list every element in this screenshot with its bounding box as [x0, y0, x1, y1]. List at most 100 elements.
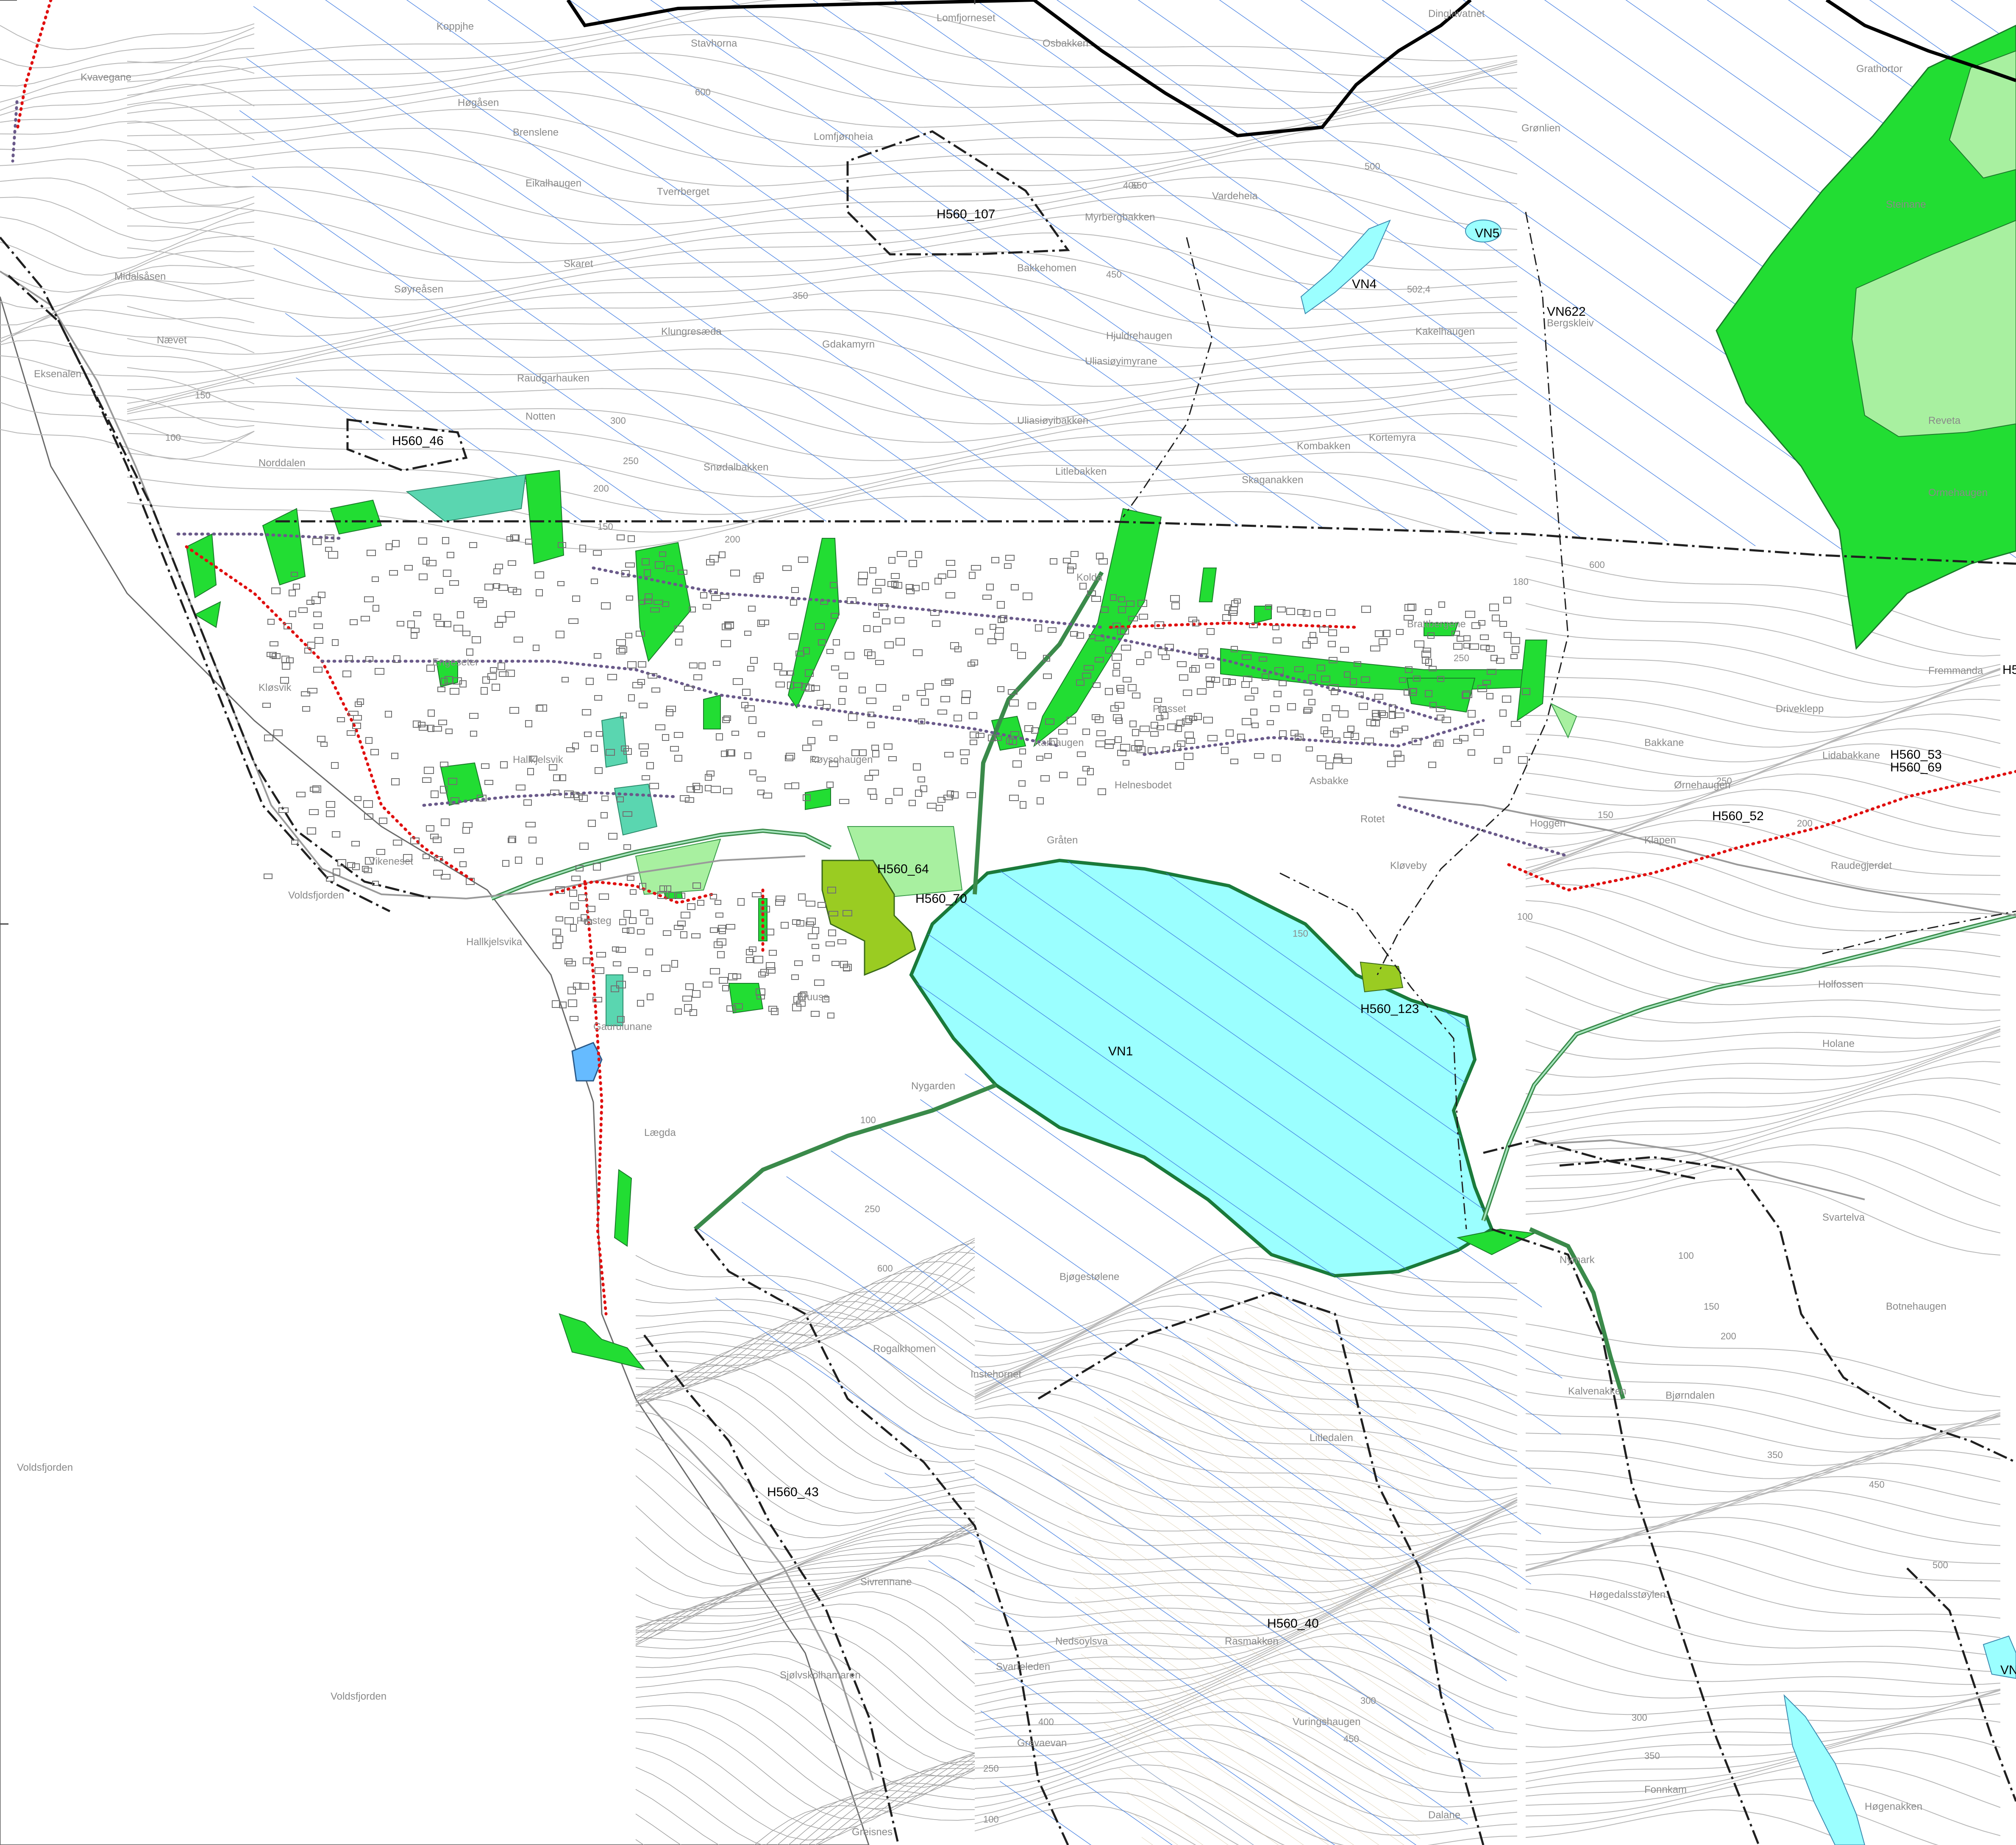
- building: [393, 655, 400, 663]
- building: [1254, 753, 1264, 759]
- contour-line: [1525, 1436, 2001, 1505]
- building: [982, 595, 992, 600]
- building: [798, 557, 808, 563]
- place-label: Kalvenakken: [1568, 1386, 1626, 1397]
- building: [553, 774, 561, 781]
- zone-code-label: H560_40: [1267, 1617, 1319, 1631]
- building: [1329, 657, 1338, 663]
- contour-line: [1525, 1344, 2001, 1412]
- building: [440, 786, 448, 793]
- building: [653, 600, 663, 605]
- building: [1110, 705, 1119, 712]
- place-label: Asbakke: [1310, 775, 1349, 787]
- building: [1017, 652, 1026, 659]
- building: [674, 755, 682, 762]
- building: [307, 688, 317, 693]
- building: [748, 606, 756, 612]
- building: [370, 749, 379, 755]
- elevation-label: 100: [860, 1115, 876, 1125]
- place-label: Raudegjerdet: [1831, 860, 1892, 871]
- building: [550, 790, 559, 795]
- elevation-label: 300: [1360, 1695, 1376, 1706]
- building: [462, 631, 470, 636]
- building: [924, 683, 934, 690]
- building: [352, 723, 361, 729]
- place-label: Skaganakken: [1242, 474, 1303, 486]
- building: [790, 599, 797, 606]
- building: [637, 1000, 644, 1007]
- building: [1463, 643, 1471, 648]
- building: [493, 583, 500, 589]
- building: [478, 600, 487, 608]
- building: [730, 570, 740, 576]
- building: [1421, 651, 1431, 658]
- building: [970, 660, 978, 665]
- building: [1117, 750, 1126, 756]
- zone-code-label: VN622: [1547, 305, 1586, 319]
- place-label: Hallkjelsvik: [513, 754, 564, 765]
- building: [1413, 676, 1421, 682]
- building: [1207, 628, 1215, 635]
- building: [1375, 630, 1383, 637]
- building: [1084, 665, 1094, 671]
- building: [623, 910, 631, 918]
- place-label: Svarteleden: [996, 1661, 1050, 1672]
- building: [876, 684, 886, 692]
- building: [601, 602, 611, 609]
- building: [457, 611, 464, 618]
- building: [619, 646, 627, 653]
- building: [1082, 729, 1090, 735]
- place-label: Røysohaugen: [809, 754, 873, 765]
- contour-line: [1525, 728, 2001, 806]
- building: [296, 792, 306, 797]
- building: [758, 732, 765, 737]
- building: [1401, 726, 1408, 731]
- building: [364, 868, 372, 873]
- building: [1354, 661, 1361, 667]
- building: [1076, 679, 1084, 686]
- building: [564, 790, 574, 798]
- building: [693, 674, 702, 680]
- building: [649, 783, 659, 789]
- elevation-label: 100: [1517, 911, 1533, 922]
- building: [570, 902, 579, 910]
- building: [481, 687, 488, 695]
- building: [715, 900, 721, 905]
- building: [644, 598, 652, 604]
- contour-line: [1525, 900, 2001, 978]
- building: [1374, 694, 1383, 700]
- contour-line: [1525, 1094, 2001, 1157]
- building: [685, 983, 694, 990]
- building: [484, 780, 493, 785]
- building: [944, 752, 954, 757]
- building: [616, 947, 626, 953]
- building: [749, 770, 756, 775]
- building: [893, 706, 901, 711]
- building: [943, 795, 953, 800]
- place-label: Vardeheia: [1212, 190, 1258, 202]
- place-label: Tverrberget: [657, 186, 709, 198]
- building: [954, 715, 962, 721]
- contour-line: [1525, 1718, 2001, 1782]
- elevation-label: 100: [1678, 1250, 1694, 1261]
- building: [579, 983, 589, 990]
- building: [1251, 723, 1259, 728]
- place-label: Bjøgestølene: [1059, 1271, 1119, 1283]
- contour-line: [635, 1775, 975, 1845]
- building: [525, 539, 532, 545]
- building: [1333, 737, 1340, 743]
- building: [1010, 731, 1019, 737]
- building: [662, 734, 669, 741]
- building: [823, 704, 831, 709]
- building: [1058, 729, 1068, 735]
- building: [1067, 567, 1074, 573]
- building: [523, 799, 532, 806]
- building: [828, 929, 836, 936]
- building: [270, 652, 277, 658]
- building: [947, 790, 954, 797]
- building: [758, 971, 766, 977]
- building: [638, 661, 646, 668]
- building: [1459, 735, 1468, 741]
- building: [1361, 606, 1371, 613]
- building: [1228, 610, 1237, 616]
